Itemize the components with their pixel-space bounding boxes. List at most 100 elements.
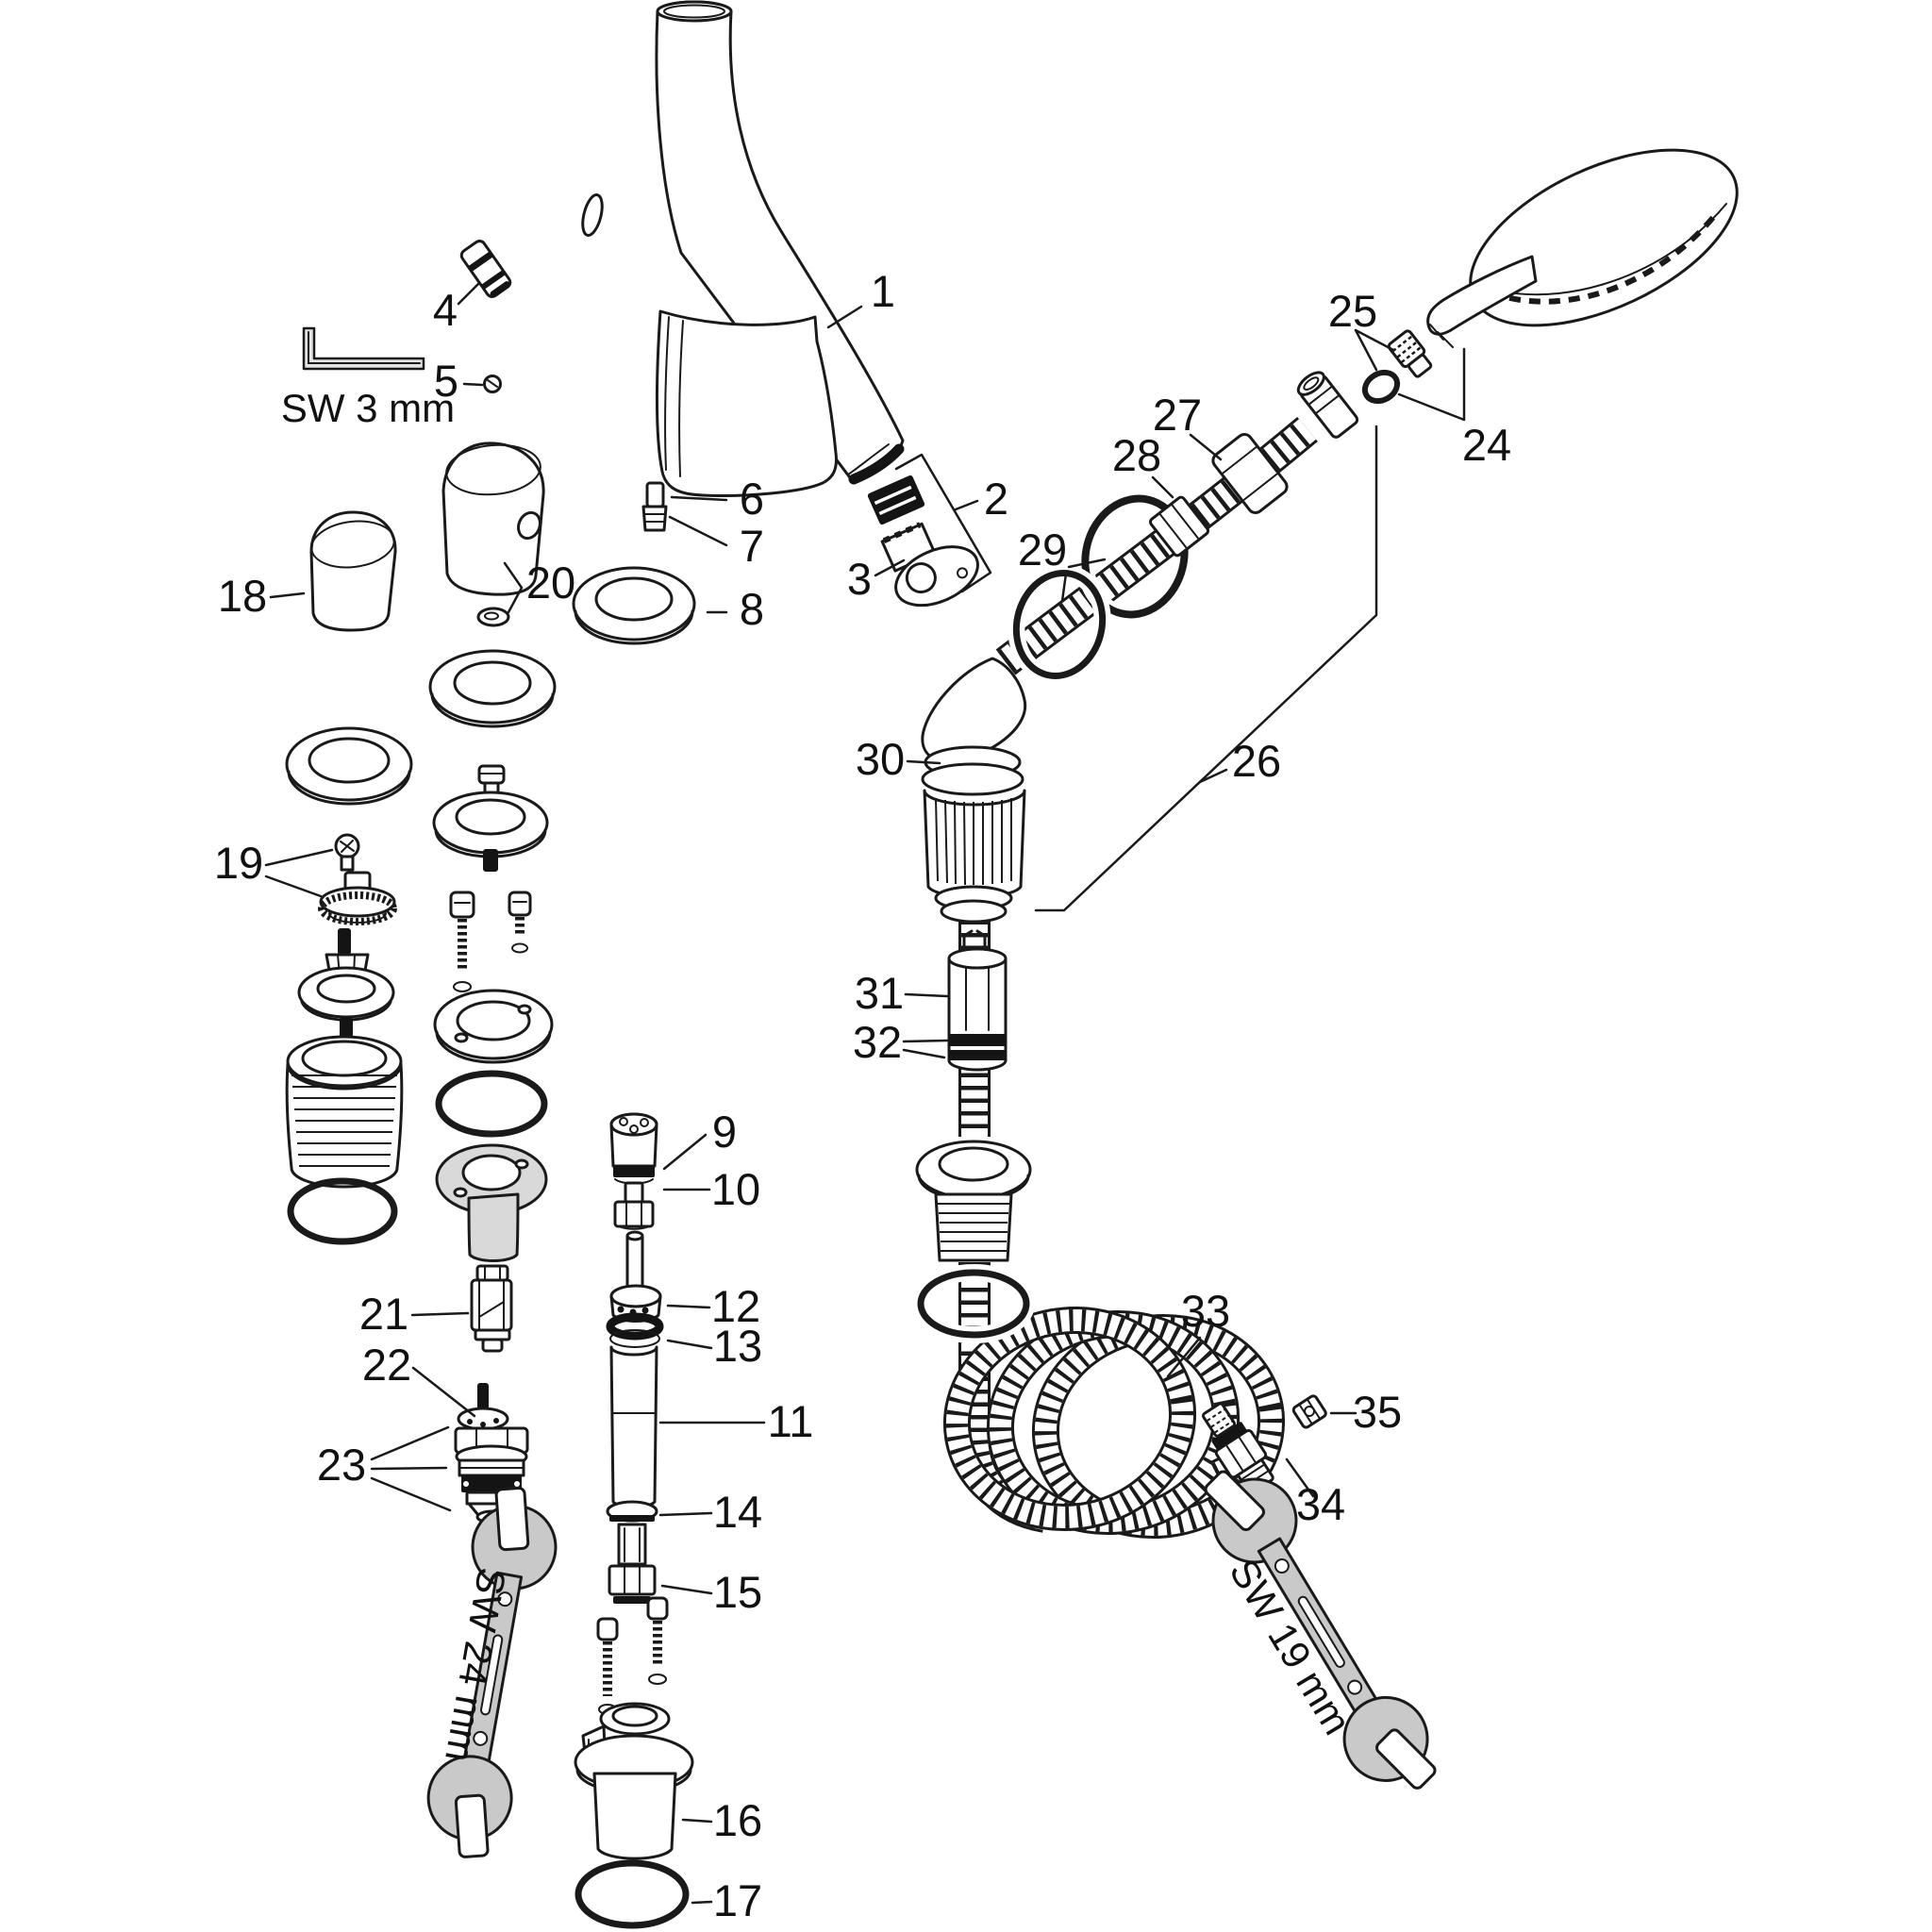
o-ring-under-bushing — [287, 1177, 398, 1245]
cartridge-part22-23-shape — [477, 1383, 489, 1413]
nut-part15-shape — [613, 1596, 651, 1604]
o-ring-part20-shape — [484, 611, 499, 621]
handle-knob-part18-shape — [310, 520, 395, 569]
o-ring-part25-shape — [1361, 369, 1401, 405]
leader-lines-shape — [1166, 1336, 1202, 1378]
aerator-screw-part6-7 — [641, 481, 668, 532]
adapter-part10-shape — [625, 1201, 642, 1227]
leader-lines-shape — [462, 382, 484, 387]
adapter-part10-shape — [624, 1181, 644, 1204]
hose-fitting-part34-shape — [1201, 1402, 1237, 1438]
callout-25: 25 — [1328, 286, 1377, 336]
escutcheon-ring-upper — [428, 649, 557, 728]
handle-adapter-part19-shape — [328, 912, 387, 924]
escutcheon-ring-lower-shape — [287, 770, 411, 806]
set-pin-part4-shape — [468, 251, 494, 273]
leader-lines-shape — [269, 591, 306, 599]
valve-disc-assembly-shape — [338, 928, 351, 955]
hose-connector-part31-32-shape — [965, 967, 990, 1031]
leader-lines-shape — [681, 1818, 713, 1824]
hose-connector-part31-32-shape — [949, 1034, 1006, 1046]
aerator-screw-part6-7-shape — [643, 513, 666, 523]
base-flange-ring-shape — [517, 1004, 532, 1015]
valve-disc-assembly-shape — [340, 1017, 353, 1038]
handle-knob-upper-shape — [445, 443, 541, 496]
nut-part35 — [1291, 1394, 1327, 1429]
leader-lines-shape — [894, 453, 992, 593]
hose-nut-part28-shape — [1159, 504, 1199, 549]
adapter-part10 — [613, 1181, 655, 1230]
shank-flange-shape — [915, 1140, 1032, 1200]
seal-ring-part13 — [606, 1312, 664, 1348]
spout-body-drawing-shape — [663, 4, 725, 19]
callout-29: 29 — [1018, 525, 1067, 575]
leader-lines-shape — [670, 495, 728, 502]
hose-sleeve-part27-shape — [1211, 433, 1289, 514]
callout-21: 21 — [359, 1289, 408, 1339]
o-ring-under-bushing-shape — [287, 1177, 398, 1245]
spout-body-drawing-shape — [678, 320, 684, 477]
leader-lines-shape — [1060, 558, 1107, 603]
hose-fitting-part34-shape — [1225, 1437, 1257, 1472]
aerator-insert-part2-shape — [874, 485, 917, 516]
callout-24: 24 — [1462, 420, 1511, 470]
hose-connector-part31-32-shape — [949, 1050, 1006, 1060]
threaded-bushing-shape — [285, 1062, 404, 1189]
nipple-screw-part25-shape — [1407, 354, 1433, 378]
leader-lines-shape — [457, 281, 481, 306]
shaded-escutcheon-sleeve-shape — [453, 1187, 468, 1198]
spout-body-drawing-shape — [847, 443, 890, 475]
handle-screw-part19-shape — [340, 855, 355, 872]
hose-end-nipple — [1296, 371, 1359, 439]
callout-22: 22 — [362, 1340, 411, 1390]
nut-part15-shape — [608, 1564, 657, 1596]
shaded-escutcheon-sleeve-shape — [514, 1158, 529, 1170]
grub-screw-part5 — [483, 375, 502, 393]
callout-34: 34 — [1296, 1479, 1345, 1529]
coiled-hose-part33-shape — [989, 1312, 1238, 1533]
fixing-screw-c-shape — [648, 1674, 667, 1685]
leader-lines-shape — [410, 1311, 470, 1317]
aerator-insert-part2 — [867, 475, 925, 525]
open-end-wrench-19mm-icon-shape — [1297, 1595, 1345, 1668]
hose-nut-part28 — [1149, 495, 1209, 558]
mounting-sleeve-part16-shape — [611, 1705, 658, 1727]
hex-key-icon-shape — [302, 326, 425, 371]
o-rings-part29-shape — [1012, 570, 1107, 679]
hose-fitting-part34-shape — [1206, 1408, 1233, 1434]
ring-part14 — [606, 1500, 658, 1566]
cartridge-part22-23-shape — [493, 1418, 499, 1424]
nut-part35-shape — [1291, 1394, 1327, 1429]
aerator-screw-part6-7-shape — [645, 481, 665, 508]
callout-11: 11 — [768, 1396, 814, 1446]
cartridge-flange-with-screw-shape — [483, 849, 498, 872]
escutcheon-ring-upper-shape — [428, 649, 557, 724]
pullout-wand-part30 — [921, 657, 1027, 924]
hex-key-icon-shape — [308, 331, 421, 364]
pullout-wand-part30-shape — [940, 899, 1008, 924]
open-end-wrench-24mm-icon-shape — [454, 1793, 490, 1858]
callout-17: 17 — [713, 1875, 762, 1925]
nut-part15-shape — [624, 1565, 641, 1595]
mounting-screw-a-shape — [453, 981, 472, 992]
handle-knob-upper — [441, 441, 545, 596]
hex-key-icon — [302, 326, 425, 371]
callout-14: 14 — [713, 1487, 762, 1537]
check-valve-part21-shape — [478, 1279, 505, 1331]
piston-rod-part12-shape — [617, 1306, 625, 1313]
mounting-screw-a-shape — [449, 891, 475, 919]
seal-ring-part13-shape — [606, 1312, 664, 1341]
hose-sleeve-part27-shape — [1222, 446, 1278, 501]
sensor-cartridge-part9 — [609, 1112, 658, 1185]
open-end-wrench-24mm-icon — [426, 1487, 558, 1858]
threaded-bushing — [285, 1035, 404, 1189]
callout-15: 15 — [713, 1567, 762, 1617]
check-valve-part21-shape — [475, 1264, 509, 1282]
threaded-bushing-shape — [291, 1074, 397, 1167]
hose-nut-part28-shape — [1149, 495, 1209, 558]
open-end-wrench-24mm-icon-shape — [497, 1591, 513, 1607]
shaded-escutcheon-sleeve-shape — [467, 1192, 520, 1263]
handle-screw-part19 — [334, 833, 360, 872]
leader-lines-shape — [666, 1304, 711, 1309]
